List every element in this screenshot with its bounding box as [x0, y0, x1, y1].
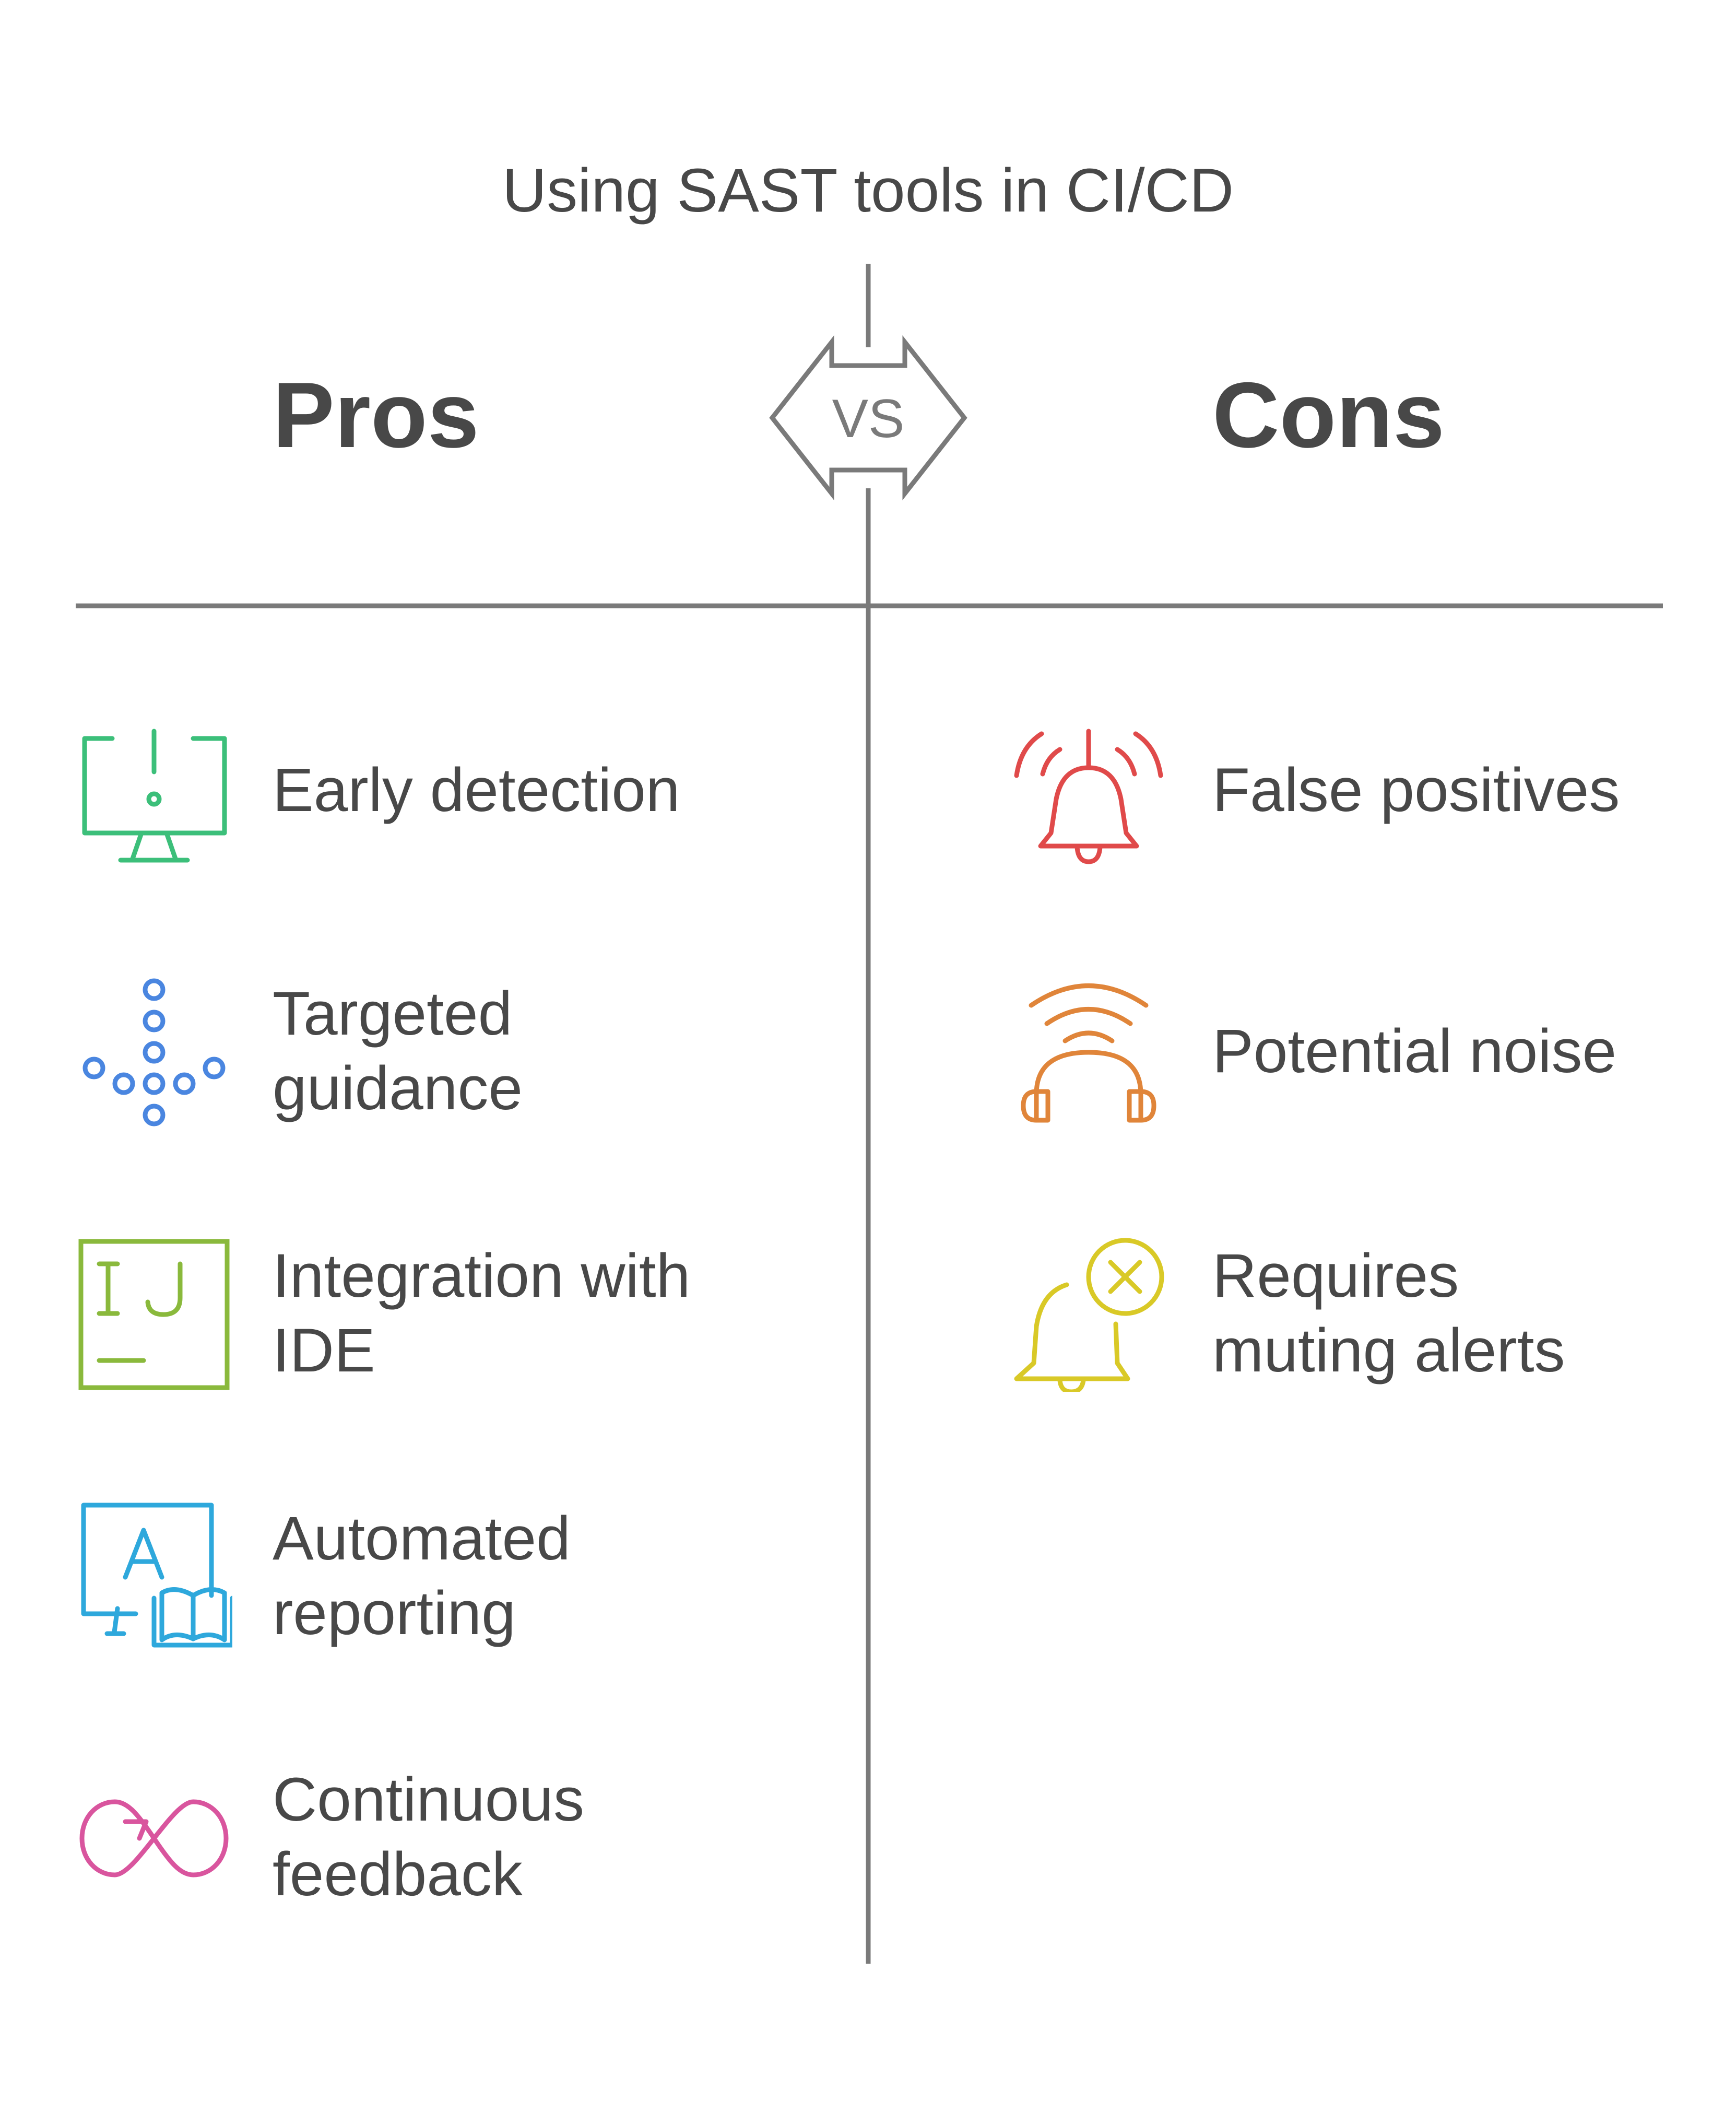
ringing-bell-icon	[1010, 715, 1167, 872]
pros-header: Pros	[273, 363, 479, 467]
con-item-label: Potential noise	[1212, 1017, 1617, 1086]
bell-x-icon	[1010, 1235, 1167, 1392]
screen-book-icon	[76, 1499, 232, 1656]
pro-item-label: Integration with IDE	[273, 1241, 691, 1385]
con-item-label: Requires muting alerts	[1212, 1241, 1565, 1385]
monitor-alert-icon	[76, 715, 232, 872]
pro-item-label: Automated reporting	[273, 1504, 571, 1648]
con-item-label: False positives	[1212, 756, 1620, 825]
pro-item-label: Targeted guidance	[273, 979, 523, 1123]
cons-header: Cons	[1212, 363, 1445, 467]
vs-badge-outline	[769, 335, 967, 501]
pro-item-label: Continuous feedback	[273, 1765, 584, 1909]
vs-label: VS	[832, 389, 905, 449]
page-title: Using SAST tools in CI/CD	[502, 156, 1234, 225]
headphones-waves-icon	[1010, 974, 1167, 1131]
dots-arrow-down-icon	[76, 974, 232, 1131]
pro-item-label: Early detection	[273, 756, 680, 825]
infinity-loop-icon	[76, 1760, 232, 1917]
intellij-ide-icon	[76, 1235, 232, 1392]
